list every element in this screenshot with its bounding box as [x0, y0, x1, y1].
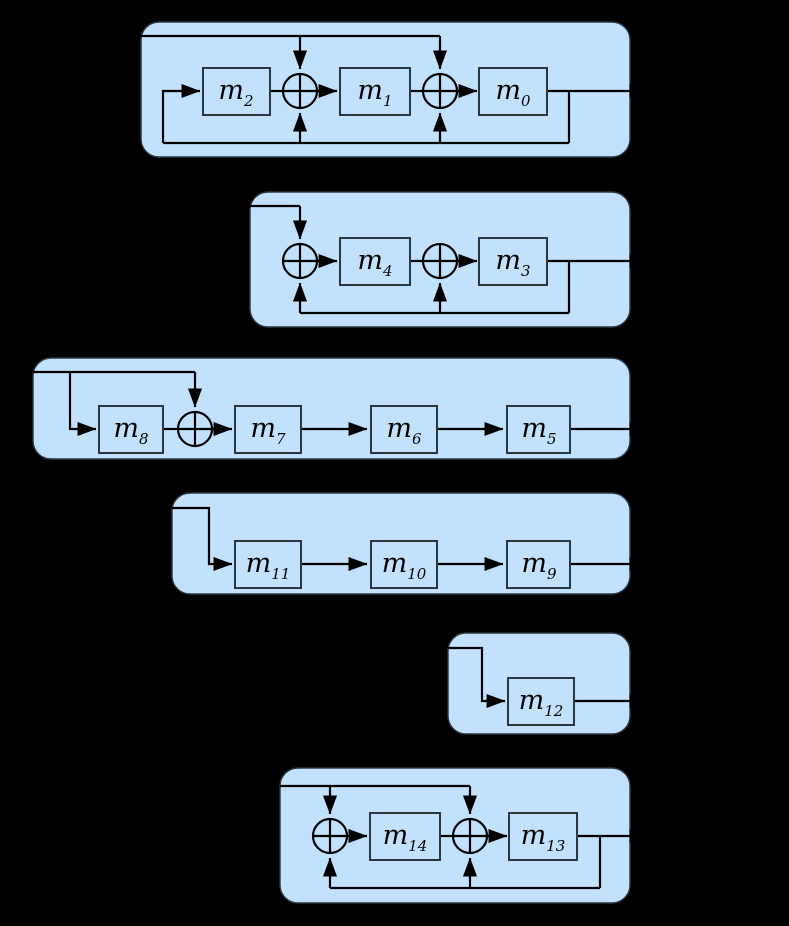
register-m0[interactable]: m0	[478, 67, 548, 116]
block-1-wires	[141, 34, 649, 145]
svg-text:m2: m2	[218, 75, 253, 110]
svg-text:m11: m11	[246, 548, 291, 583]
register-m8-base: m	[113, 413, 139, 444]
register-m4[interactable]: m4	[339, 237, 411, 286]
register-m3-sub: 3	[521, 262, 531, 280]
register-m12[interactable]: m12	[507, 677, 575, 726]
block-2-wires	[250, 204, 649, 315]
block-1-xor-2	[421, 72, 459, 110]
register-m10[interactable]: m10	[370, 540, 438, 589]
block-3-wires	[33, 370, 649, 437]
block-4: m11 m10 m9	[171, 492, 649, 595]
svg-text:m13: m13	[521, 820, 566, 855]
register-m4-base: m	[357, 245, 383, 276]
svg-text:m0: m0	[495, 75, 531, 110]
register-m9-base: m	[521, 548, 547, 579]
block-6: m14 m13	[279, 767, 649, 904]
register-m14-sub: 14	[408, 837, 427, 855]
register-m11[interactable]: m11	[234, 540, 302, 589]
register-m1[interactable]: m1	[339, 67, 411, 116]
register-m12-base: m	[519, 685, 545, 716]
register-m6[interactable]: m6	[370, 405, 438, 454]
register-m5[interactable]: m5	[506, 405, 571, 454]
block-1: m2 m1 m0	[140, 21, 649, 158]
svg-text:m3: m3	[495, 245, 530, 280]
svg-text:m5: m5	[521, 413, 556, 448]
register-m3-base: m	[495, 245, 521, 276]
register-m2[interactable]: m2	[202, 67, 271, 116]
register-m6-base: m	[386, 413, 412, 444]
block-6-wires	[280, 784, 649, 890]
register-m3[interactable]: m3	[478, 237, 548, 286]
block-6-xor-1	[311, 817, 349, 855]
register-m0-base: m	[495, 75, 521, 106]
register-m1-sub: 1	[383, 92, 393, 110]
register-m11-sub: 11	[271, 565, 290, 583]
block-2-xor-1	[281, 242, 319, 280]
svg-text:m9: m9	[521, 548, 557, 583]
svg-text:m10: m10	[382, 548, 427, 583]
register-m4-sub: 4	[382, 262, 393, 280]
register-m11-base: m	[246, 548, 272, 579]
register-m9-sub: 9	[547, 565, 557, 583]
register-m7-base: m	[250, 413, 276, 444]
svg-text:m6: m6	[386, 413, 422, 448]
svg-text:m14: m14	[383, 820, 428, 855]
block-2-xor-2	[421, 242, 459, 280]
svg-text:m1: m1	[357, 75, 392, 110]
block-6-xor-2	[451, 817, 489, 855]
register-m13-base: m	[521, 820, 547, 851]
register-m12-sub: 12	[544, 702, 563, 720]
register-m2-sub: 2	[243, 92, 254, 110]
register-m7-sub: 7	[276, 430, 286, 448]
register-m14[interactable]: m14	[369, 812, 441, 861]
register-m1-base: m	[357, 75, 383, 106]
register-m14-base: m	[383, 820, 409, 851]
register-m13-sub: 13	[546, 837, 565, 855]
register-m6-sub: 6	[412, 430, 422, 448]
svg-text:m8: m8	[113, 413, 148, 448]
svg-text:m7: m7	[250, 413, 286, 448]
svg-text:m4: m4	[357, 245, 392, 280]
register-m8-sub: 8	[139, 430, 149, 448]
block-2: m4 m3	[249, 191, 649, 328]
block-1-xor-1	[281, 72, 319, 110]
register-m5-sub: 5	[547, 430, 557, 448]
block-4-wires	[172, 506, 649, 572]
register-m8[interactable]: m8	[98, 405, 164, 454]
register-m0-sub: 0	[521, 92, 531, 110]
block-5: m12	[447, 632, 649, 735]
block-3-xor-1	[176, 410, 214, 448]
register-m7[interactable]: m7	[234, 405, 302, 454]
register-m2-base: m	[218, 75, 244, 106]
register-m9[interactable]: m9	[506, 540, 571, 589]
register-m10-base: m	[382, 548, 408, 579]
register-m13[interactable]: m13	[508, 812, 578, 861]
block-5-wires	[448, 646, 649, 709]
svg-text:m12: m12	[519, 685, 564, 720]
block-3: m8 m7 m6 m5	[32, 357, 649, 460]
register-m5-base: m	[521, 413, 547, 444]
register-m10-sub: 10	[407, 565, 427, 583]
